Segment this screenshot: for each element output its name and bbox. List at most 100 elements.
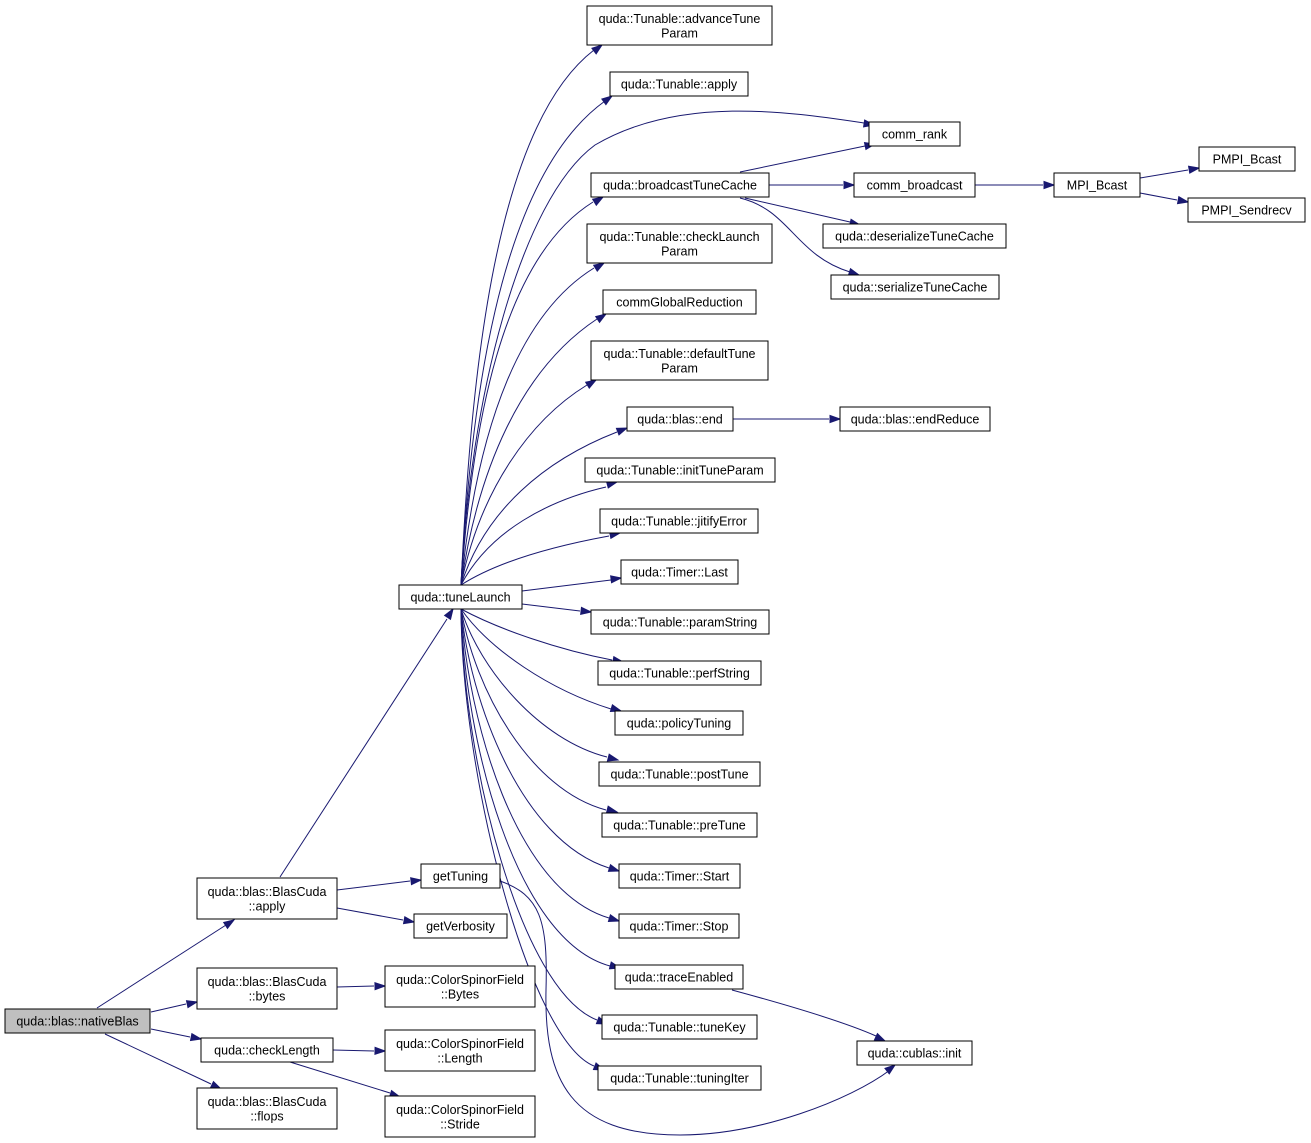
edge-line bbox=[460, 318, 598, 586]
edge-tuneLaunch-to-broadcastTuneCache bbox=[460, 196, 605, 586]
node-broadcastTuneCache[interactable]: quda::broadcastTuneCache bbox=[590, 172, 770, 198]
node-nativeBlas: quda::blas::nativeBlas bbox=[4, 1008, 151, 1034]
node-box bbox=[384, 1095, 536, 1138]
node-csfLength[interactable]: quda::ColorSpinorField::Length bbox=[384, 1029, 536, 1072]
node-jitifyError[interactable]: quda::Tunable::jitifyError bbox=[599, 508, 759, 534]
node-preTune[interactable]: quda::Tunable::preTune bbox=[601, 812, 758, 838]
arrowhead bbox=[594, 313, 608, 324]
edge-line bbox=[332, 1049, 375, 1052]
node-box bbox=[586, 223, 773, 264]
node-box bbox=[620, 559, 739, 585]
arrowhead bbox=[1043, 180, 1056, 190]
arrowhead bbox=[402, 915, 416, 925]
node-label: quda::blas::BlasCuda bbox=[208, 1095, 327, 1109]
edge-tuneLaunch-to-commGlobalReduction bbox=[460, 313, 608, 586]
edge-tuneLaunch-to-jitifyError bbox=[460, 530, 622, 586]
node-pmpiBcast[interactable]: PMPI_Bcast bbox=[1198, 146, 1296, 172]
node-label: quda::Timer::Start bbox=[630, 870, 730, 884]
node-tuningIter[interactable]: quda::Tunable::tuningIter bbox=[597, 1065, 762, 1091]
node-box bbox=[586, 5, 773, 46]
node-timerStop[interactable]: quda::Timer::Stop bbox=[618, 913, 740, 939]
node-blasApply[interactable]: quda::blas::BlasCuda::apply bbox=[196, 877, 338, 920]
node-paramString[interactable]: quda::Tunable::paramString bbox=[590, 609, 770, 635]
arrowhead bbox=[591, 44, 604, 55]
node-csfBytes[interactable]: quda::ColorSpinorField::Bytes bbox=[384, 965, 536, 1008]
arrowhead bbox=[873, 1032, 887, 1042]
node-label: quda::Tunable::tuneKey bbox=[613, 1021, 746, 1035]
arrowhead bbox=[591, 196, 605, 207]
node-tuneKey[interactable]: quda::Tunable::tuneKey bbox=[601, 1014, 758, 1040]
node-label: comm_rank bbox=[882, 128, 948, 142]
edge-tuneLaunch-to-preTune bbox=[460, 608, 619, 814]
node-label: Param bbox=[661, 361, 698, 375]
node-commRank[interactable]: comm_rank bbox=[868, 121, 961, 147]
node-box bbox=[839, 406, 991, 432]
node-tunableApply[interactable]: quda::Tunable::apply bbox=[609, 71, 749, 97]
node-initTuneParam[interactable]: quda::Tunable::initTuneParam bbox=[584, 457, 776, 483]
edge-tuneLaunch-to-tuneKey bbox=[460, 608, 609, 1025]
node-commBroadcast[interactable]: comm_broadcast bbox=[853, 172, 976, 198]
node-label: getTuning bbox=[433, 870, 488, 884]
edge-line bbox=[96, 924, 227, 1009]
node-box bbox=[196, 967, 338, 1010]
node-getVerbosity[interactable]: getVerbosity bbox=[413, 913, 508, 939]
arrowhead bbox=[410, 877, 423, 886]
node-label: quda::Tunable::defaultTune bbox=[604, 347, 756, 361]
node-endReduce[interactable]: quda::blas::endReduce bbox=[839, 406, 991, 432]
node-box bbox=[1198, 146, 1296, 172]
node-perfString[interactable]: quda::Tunable::perfString bbox=[597, 660, 762, 686]
node-label: quda::blas::end bbox=[637, 413, 723, 427]
node-mpiBcast[interactable]: MPI_Bcast bbox=[1053, 172, 1141, 198]
arrowhead bbox=[1187, 165, 1201, 174]
node-label: quda::Tunable::apply bbox=[621, 78, 738, 92]
node-deserializeTuneCache[interactable]: quda::deserializeTuneCache bbox=[822, 223, 1007, 249]
edge-broadcastTuneCache-to-commRank bbox=[739, 142, 877, 173]
node-timerStart[interactable]: quda::Timer::Start bbox=[618, 863, 741, 889]
node-policyTuning[interactable]: quda::policyTuning bbox=[614, 710, 744, 736]
edge-tuneLaunch-to-paramString bbox=[521, 603, 593, 615]
node-blasFlops[interactable]: quda::blas::BlasCuda::flops bbox=[196, 1087, 338, 1130]
edge-tuneLaunch-to-blasEnd bbox=[460, 427, 629, 586]
edge-mpiBcast-to-pmpiBcast bbox=[1139, 165, 1201, 179]
edge-checkLength-to-csfLength bbox=[332, 1046, 387, 1056]
edge-line bbox=[150, 1003, 187, 1013]
node-csfStride[interactable]: quda::ColorSpinorField::Stride bbox=[384, 1095, 536, 1138]
node-postTune[interactable]: quda::Tunable::postTune bbox=[598, 761, 761, 787]
node-pmpiSendrecv[interactable]: PMPI_Sendrecv bbox=[1187, 197, 1306, 223]
edge-getTuning-to-cublasInit bbox=[499, 880, 897, 1136]
node-timerLast[interactable]: quda::Timer::Last bbox=[620, 559, 739, 585]
node-box bbox=[599, 508, 759, 534]
edge-line bbox=[1139, 192, 1178, 201]
arrowhead bbox=[592, 262, 606, 273]
edge-line bbox=[460, 608, 608, 758]
edge-mpiBcast-to-pmpiSendrecv bbox=[1139, 192, 1190, 205]
node-cublasInit[interactable]: quda::cublas::init bbox=[856, 1040, 973, 1066]
node-commGlobalReduction[interactable]: commGlobalReduction bbox=[602, 289, 757, 315]
edge-line bbox=[460, 431, 618, 586]
edge-blasApply-to-getVerbosity bbox=[336, 907, 416, 925]
arrowhead bbox=[374, 982, 387, 991]
edge-tuneLaunch-to-postTune bbox=[460, 608, 620, 762]
node-label: quda::Tunable::advanceTune bbox=[599, 12, 761, 26]
edge-line bbox=[460, 608, 613, 661]
edge-blasApply-to-getTuning bbox=[336, 877, 423, 891]
node-getTuning[interactable]: getTuning bbox=[420, 863, 501, 889]
node-label: quda::traceEnabled bbox=[625, 971, 733, 985]
node-box bbox=[822, 223, 1007, 249]
edge-line bbox=[336, 907, 404, 921]
node-tuneLaunch[interactable]: quda::tuneLaunch bbox=[398, 584, 523, 610]
node-traceEnabled[interactable]: quda::traceEnabled bbox=[614, 964, 744, 990]
node-box bbox=[196, 877, 338, 920]
node-box bbox=[597, 1065, 762, 1091]
node-blasBytes[interactable]: quda::blas::BlasCuda::bytes bbox=[196, 967, 338, 1010]
node-label: ::Bytes bbox=[441, 987, 479, 1001]
node-serializeTuneCache[interactable]: quda::serializeTuneCache bbox=[830, 274, 1000, 300]
node-checkLength[interactable]: quda::checkLength bbox=[200, 1037, 334, 1063]
node-label: comm_broadcast bbox=[867, 179, 963, 193]
node-label: ::bytes bbox=[249, 989, 286, 1003]
node-blasEnd[interactable]: quda::blas::end bbox=[626, 406, 734, 432]
edge-tuneLaunch-to-tunableApply bbox=[460, 95, 614, 586]
